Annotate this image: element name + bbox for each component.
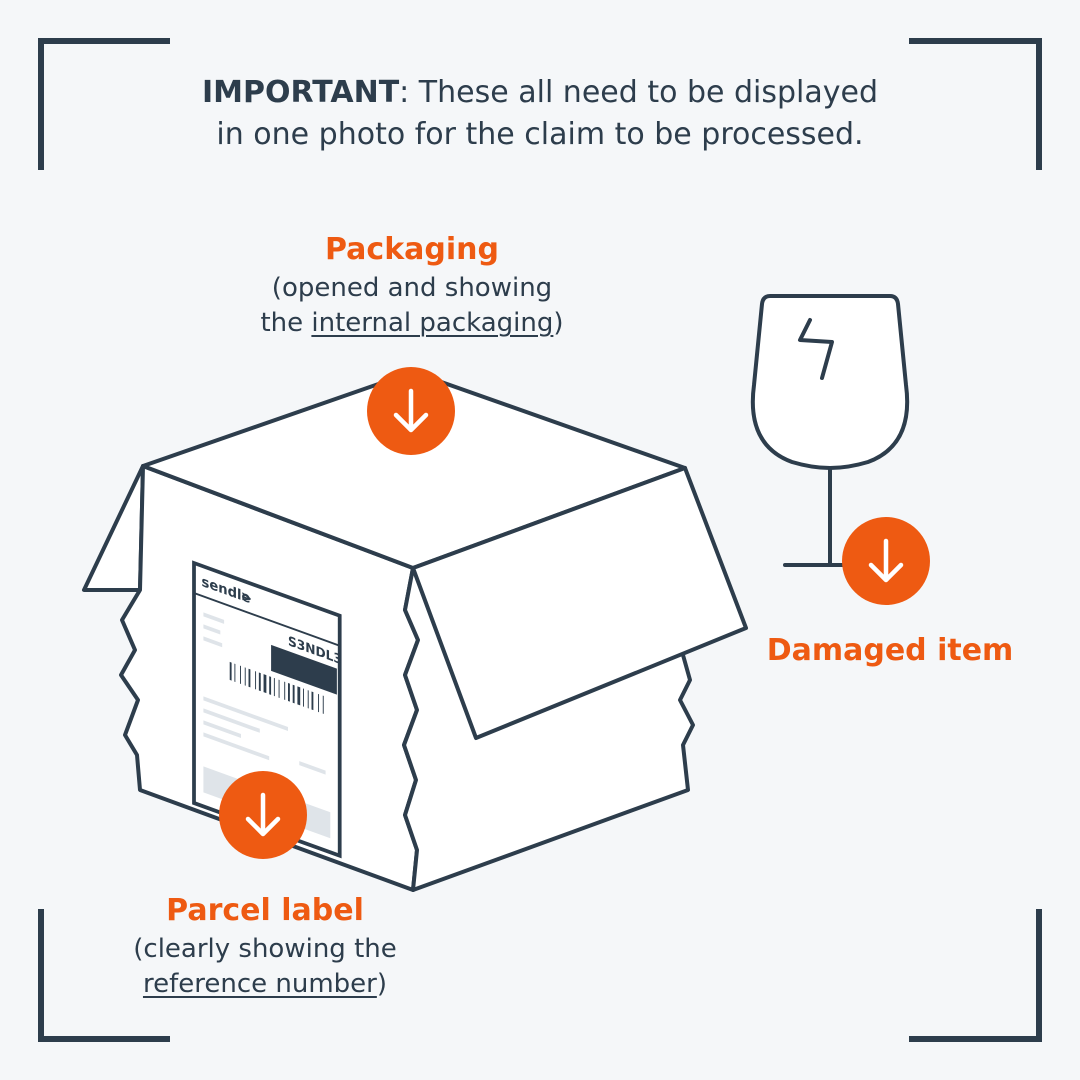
parcel-label-line-2-suffix: ) bbox=[376, 969, 388, 999]
important-line-1-rest: : These all need to be displayed bbox=[399, 75, 879, 110]
parcel-label-callout: Parcel label (clearly showing the refere… bbox=[60, 890, 470, 1002]
damaged-item-callout: Damaged item bbox=[760, 630, 1020, 672]
internal-packaging-link[interactable]: internal packaging bbox=[311, 308, 554, 338]
arrow-down-icon bbox=[367, 367, 455, 455]
arrow-down-icon bbox=[842, 517, 930, 605]
label-dark-band bbox=[271, 644, 337, 695]
damaged-item-title: Damaged item bbox=[766, 633, 1014, 668]
packaging-title: Packaging bbox=[325, 232, 499, 267]
label-barcode bbox=[229, 661, 324, 714]
corner-bottom-left bbox=[38, 909, 170, 1042]
box-right-flap bbox=[411, 466, 748, 740]
corner-top-right bbox=[909, 38, 1042, 170]
parcel-label-line-2: reference number) bbox=[60, 967, 470, 1002]
wine-glass-icon bbox=[750, 294, 910, 567]
packaging-line-2: the internal packaging) bbox=[212, 306, 612, 341]
packaging-line-2-suffix: ) bbox=[553, 308, 564, 338]
important-line-2: in one photo for the claim to be process… bbox=[216, 117, 864, 152]
parcel-label-title: Parcel label bbox=[166, 893, 364, 928]
important-line-1: IMPORTANT: These all need to be displaye… bbox=[140, 72, 940, 114]
packaging-callout: Packaging (opened and showing the intern… bbox=[212, 229, 612, 341]
box-left-flap bbox=[82, 464, 145, 592]
parcel-label-line-1: (clearly showing the bbox=[133, 934, 397, 964]
corner-top-left bbox=[38, 38, 170, 170]
glass-crack bbox=[798, 318, 834, 380]
corner-bottom-right bbox=[909, 909, 1042, 1042]
packaging-line-2-prefix: the bbox=[260, 308, 312, 338]
glass-bowl bbox=[750, 294, 910, 470]
label-divider bbox=[194, 592, 340, 647]
viewfinder-frame bbox=[38, 38, 1042, 1042]
important-label: IMPORTANT bbox=[201, 75, 400, 110]
packaging-line-1: (opened and showing bbox=[271, 273, 553, 303]
label-brand-mark: > bbox=[241, 588, 252, 608]
reference-number-link[interactable]: reference number bbox=[142, 969, 377, 999]
arrow-down-icon bbox=[219, 771, 307, 859]
important-notice: IMPORTANT: These all need to be displaye… bbox=[140, 72, 940, 156]
